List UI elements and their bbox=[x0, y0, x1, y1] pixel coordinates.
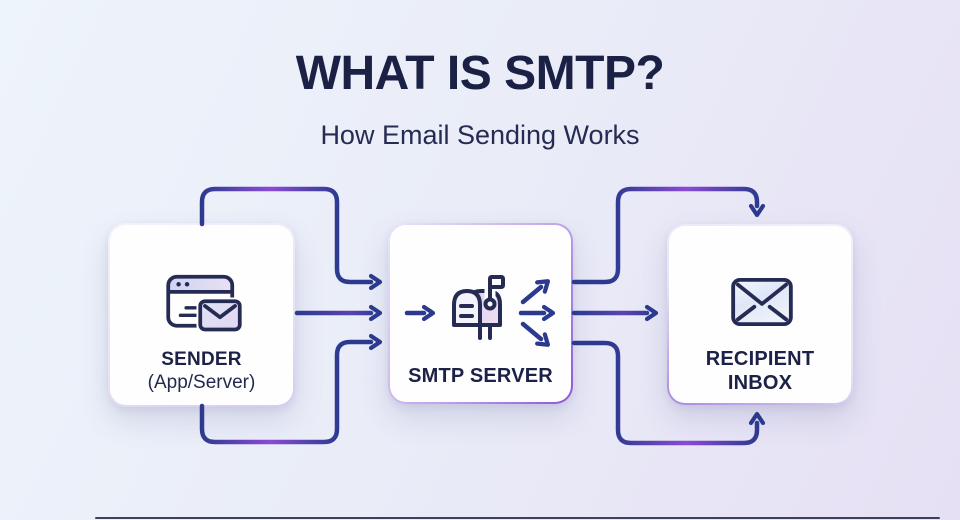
envelope-icon bbox=[731, 277, 793, 327]
node-smtp-server: SMTP SERVER bbox=[388, 223, 573, 404]
recipient-label-line1: RECIPIENT bbox=[705, 348, 815, 370]
node-recipient-inbox: RECIPIENT INBOX bbox=[667, 224, 853, 405]
page-title: WHAT IS SMTP? bbox=[295, 47, 665, 100]
mailbox-icon bbox=[452, 275, 505, 340]
recipient-label-line2: INBOX bbox=[727, 372, 793, 394]
node-sender: SENDER (App/Server) bbox=[108, 223, 295, 407]
recipient-inbox-label: RECIPIENT INBOX bbox=[669, 347, 851, 395]
page-subtitle: How Email Sending Works bbox=[320, 120, 640, 150]
smtp-server-label: SMTP SERVER bbox=[408, 365, 553, 387]
bottom-accent-line bbox=[95, 516, 940, 519]
sender-sublabel: (App/Server) bbox=[147, 372, 256, 393]
app-window-email-icon bbox=[166, 274, 244, 334]
sender-label: SENDER bbox=[161, 349, 242, 370]
